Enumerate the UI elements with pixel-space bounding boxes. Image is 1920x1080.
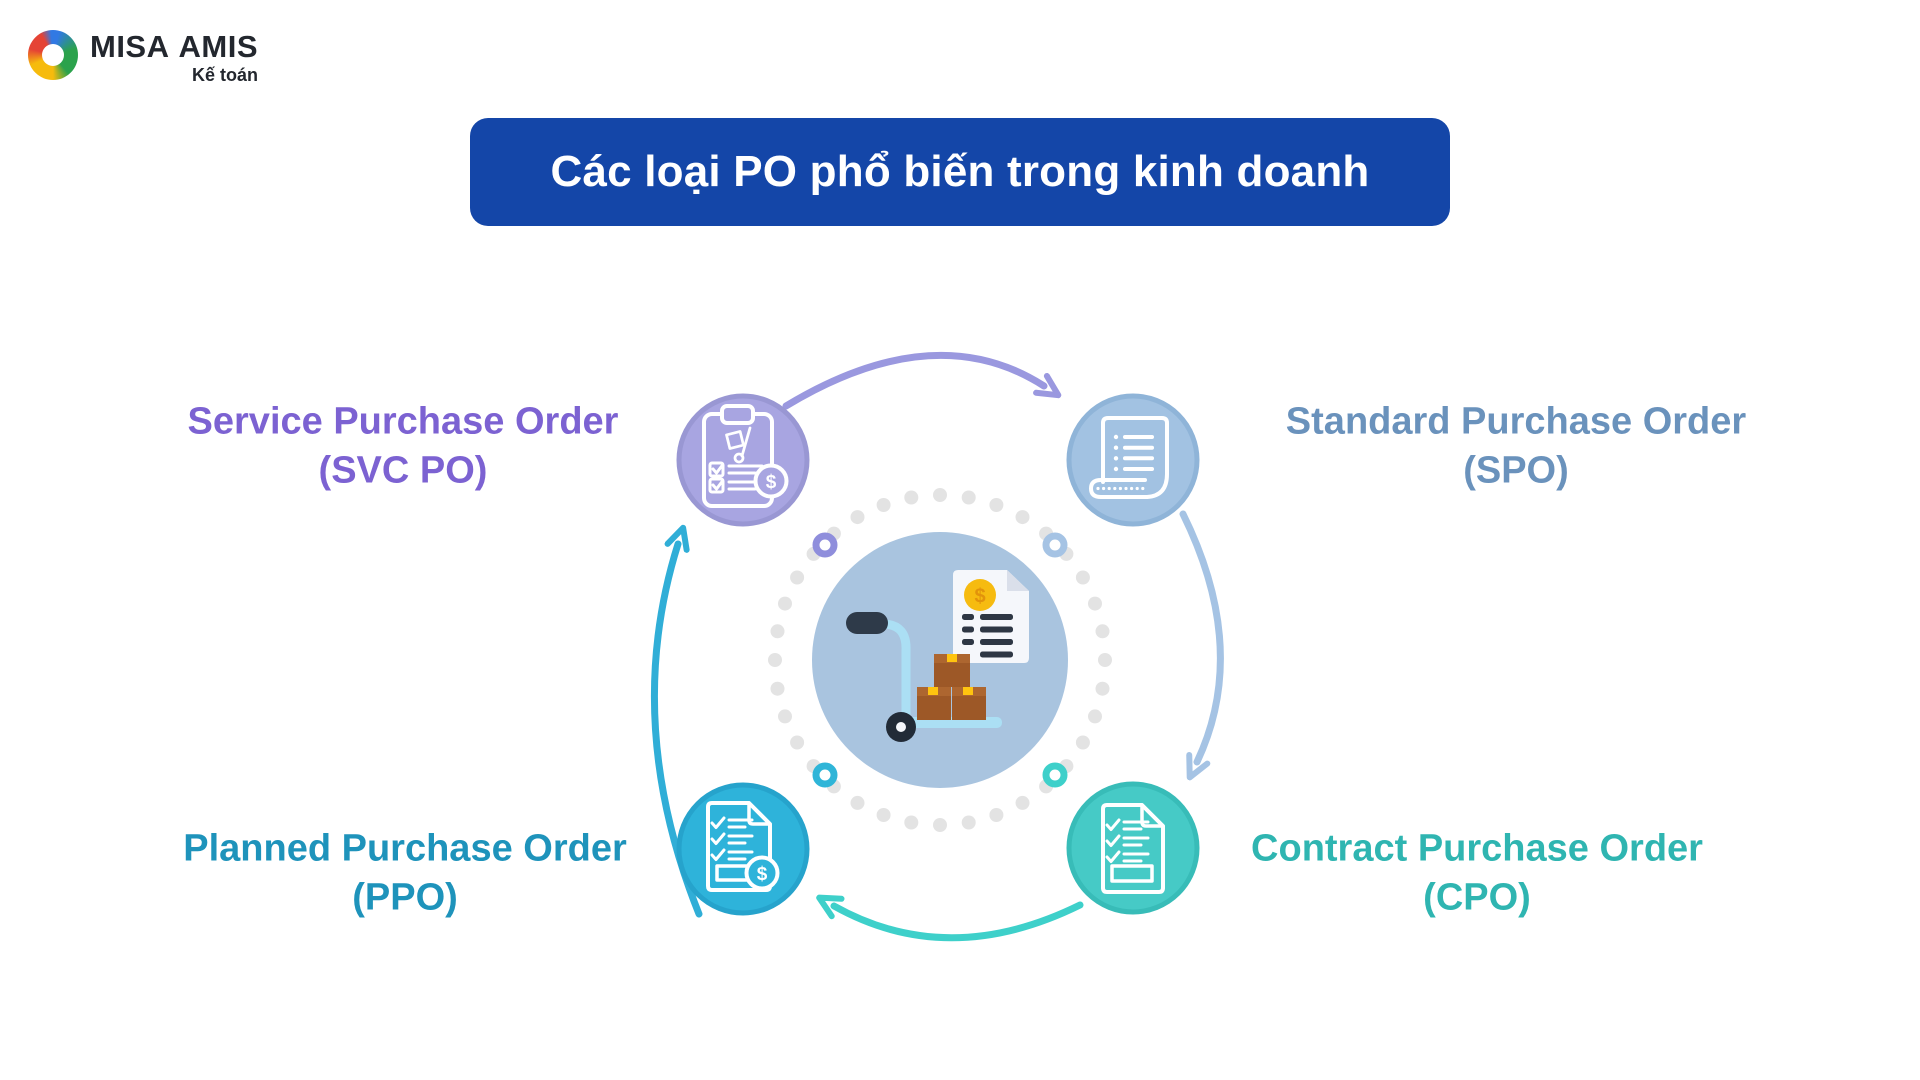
label-svc-po-abbr: (SVC PO) <box>318 449 488 491</box>
ring-dot <box>961 490 976 505</box>
receipt-list-icon <box>1089 416 1169 499</box>
ring-dot <box>933 488 947 502</box>
label-ppo: Planned Purchase Order (PPO) <box>183 824 627 921</box>
label-svc-po: Service Purchase Order (SVC PO) <box>188 397 619 494</box>
label-spo: Standard Purchase Order (SPO) <box>1286 397 1746 494</box>
dollar-badge-glyph: $ <box>757 864 768 885</box>
ring-dot <box>768 653 782 667</box>
node-ppo: $ <box>676 782 810 916</box>
ring-dot <box>1015 795 1030 810</box>
ring-accent-purple <box>812 532 838 558</box>
arrow-spo-to-cpo <box>1179 510 1224 781</box>
ring-dot <box>961 815 976 830</box>
center-illustration: $ <box>812 532 1068 788</box>
label-spo-name: Standard Purchase Order <box>1285 400 1747 443</box>
brand-subtitle: Kế toán <box>191 65 258 85</box>
ring-dot <box>790 570 805 585</box>
ring-dot <box>933 818 947 832</box>
ring-dot <box>1015 510 1030 525</box>
dollar-badge-glyph: $ <box>766 472 777 493</box>
page-title: Các loại PO phổ biến trong kinh doanh <box>470 118 1450 226</box>
label-spo-abbr: (SPO) <box>1463 449 1569 491</box>
ring-accent-blue <box>1042 532 1068 558</box>
label-cpo-abbr: (CPO) <box>1423 876 1531 918</box>
node-spo <box>1066 393 1200 527</box>
ring-dot <box>876 808 891 822</box>
ring-dot <box>904 490 919 505</box>
ring-accent-teal <box>1042 762 1068 788</box>
ring-dot <box>778 709 792 724</box>
invoice-icon: $ <box>953 570 1029 663</box>
ring-dot <box>770 624 785 639</box>
ring-dot <box>876 498 891 512</box>
truck-wheel-icon <box>886 712 916 742</box>
clipboard-dollar-icon <box>702 404 789 508</box>
label-ppo-name: Planned Purchase Order <box>183 827 627 870</box>
arrow-cpo-to-ppo <box>816 894 1084 942</box>
contract-checklist-icon <box>1101 803 1165 894</box>
ring-dot <box>1088 709 1102 724</box>
ring-dot <box>850 795 865 810</box>
cargo-boxes-icon <box>917 654 986 720</box>
dotted-ring <box>768 488 1112 832</box>
label-cpo-name: Contract Purchase Order <box>1251 827 1703 870</box>
ring-dot <box>1088 596 1102 611</box>
dollar-coin-glyph: $ <box>974 586 985 608</box>
ring-dot <box>1095 681 1110 696</box>
label-ppo-abbr: (PPO) <box>352 876 458 918</box>
ring-dot <box>778 596 792 611</box>
ring-dot <box>1095 624 1110 639</box>
dollar-coin-icon <box>964 579 996 611</box>
arrow-svc-to-spo <box>782 351 1062 410</box>
ring-dot <box>850 510 865 525</box>
misa-logo-icon <box>28 30 78 80</box>
label-cpo: Contract Purchase Order (CPO) <box>1251 824 1703 921</box>
ring-dot <box>989 808 1004 822</box>
ring-dot <box>1075 570 1090 585</box>
ring-dot <box>1098 653 1112 667</box>
ring-accent-cyan <box>812 762 838 788</box>
node-cpo <box>1066 781 1200 915</box>
checklist-dollar-icon <box>706 801 780 892</box>
label-svc-po-name: Service Purchase Order <box>187 400 619 443</box>
ring-dot <box>790 735 805 750</box>
node-svc-po: $ <box>676 393 810 527</box>
ring-dot <box>770 681 785 696</box>
ring-dot <box>904 815 919 830</box>
ring-dot <box>989 498 1004 512</box>
ring-dot <box>1075 735 1090 750</box>
